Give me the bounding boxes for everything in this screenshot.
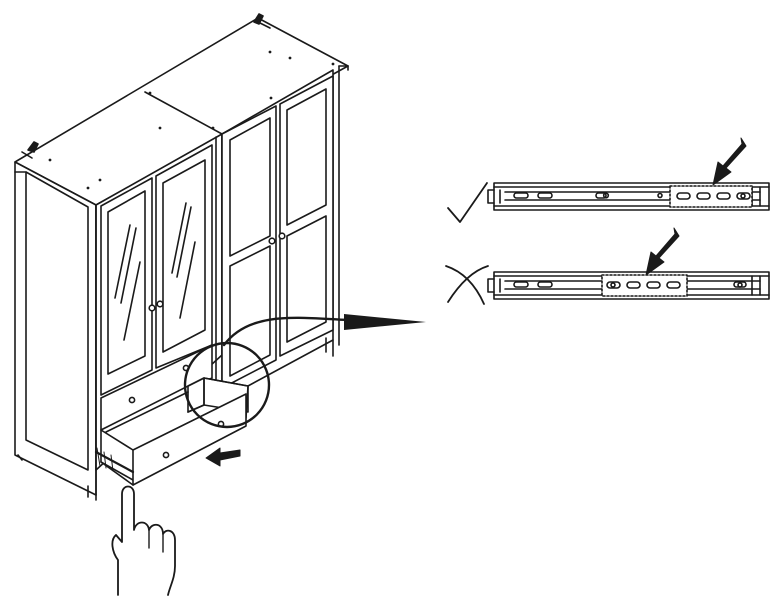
- detail-correct: [448, 138, 769, 222]
- cross-icon: [446, 266, 488, 304]
- hand-pointer-icon: [112, 487, 175, 596]
- wardrobe-icon: [15, 14, 348, 500]
- pointer-arrow-icon: [344, 314, 426, 330]
- drawer-rail-icon: [488, 272, 769, 299]
- detail-incorrect: [446, 228, 769, 304]
- drawer-rail-icon: [488, 183, 769, 210]
- checkmark-icon: [448, 183, 487, 222]
- push-arrow-icon: [206, 448, 240, 466]
